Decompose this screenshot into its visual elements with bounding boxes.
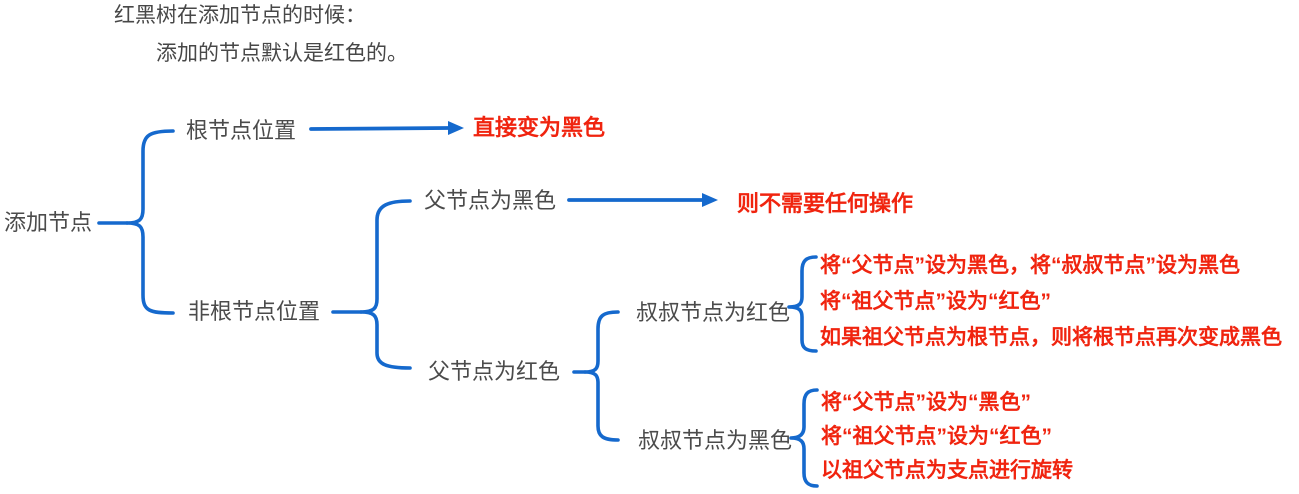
brace-parent-red: [583, 310, 620, 442]
brace-uncle-red: [787, 255, 818, 353]
uncle-black-action-line: 以祖父节点为支点进行旋转: [821, 459, 1073, 482]
node-parent-black-label: 父节点为黑色: [424, 188, 557, 213]
brace-non-root: [359, 199, 412, 370]
uncle-red-action-line: 如果祖父节点为根节点，则将根节点再次变成黑色: [820, 326, 1282, 349]
node-non-root-position-label: 非根节点位置: [188, 299, 321, 324]
uncle-black-action-list: 将“父节点”设为“黑色” 将“祖父节点”设为“红色” 以祖父节点为支点进行旋转: [821, 386, 1073, 488]
node-root-position-label: 根节点位置: [186, 118, 297, 143]
header-line-2: 添加的节点默认是红色的。: [156, 42, 408, 65]
arrow-parent-black: [567, 193, 718, 207]
uncle-red-action-line: 将“父节点”设为黑色，将“叔叔节点”设为黑色: [820, 254, 1240, 277]
brace-uncle-black: [789, 388, 819, 488]
arrow-parent-black-head-icon: [702, 193, 718, 207]
brace-root: [125, 129, 175, 315]
result-parent-black: 则不需要任何操作: [737, 191, 914, 216]
uncle-black-action-line: 将“父节点”设为“黑色”: [821, 391, 1031, 414]
uncle-black-action-line: 将“祖父节点”设为“红色”: [821, 425, 1052, 448]
node-uncle-black-label: 叔叔节点为黑色: [638, 428, 793, 453]
uncle-red-action-line: 将“祖父节点”设为“红色”: [820, 290, 1051, 313]
arrow-root-position-line: [309, 126, 450, 131]
header-line-1: 红黑树在添加节点的时候：: [114, 4, 366, 27]
result-root-position: 直接变为黑色: [473, 115, 606, 140]
arrow-root-position: [309, 121, 464, 135]
node-uncle-red-label: 叔叔节点为红色: [636, 300, 791, 325]
arrow-root-position-head-icon: [448, 121, 464, 135]
uncle-red-action-list: 将“父节点”设为黑色，将“叔叔节点”设为黑色 将“祖父节点”设为“红色” 如果祖…: [820, 248, 1282, 356]
node-parent-red-label: 父节点为红色: [428, 359, 561, 384]
node-add-label: 添加节点: [4, 210, 93, 235]
